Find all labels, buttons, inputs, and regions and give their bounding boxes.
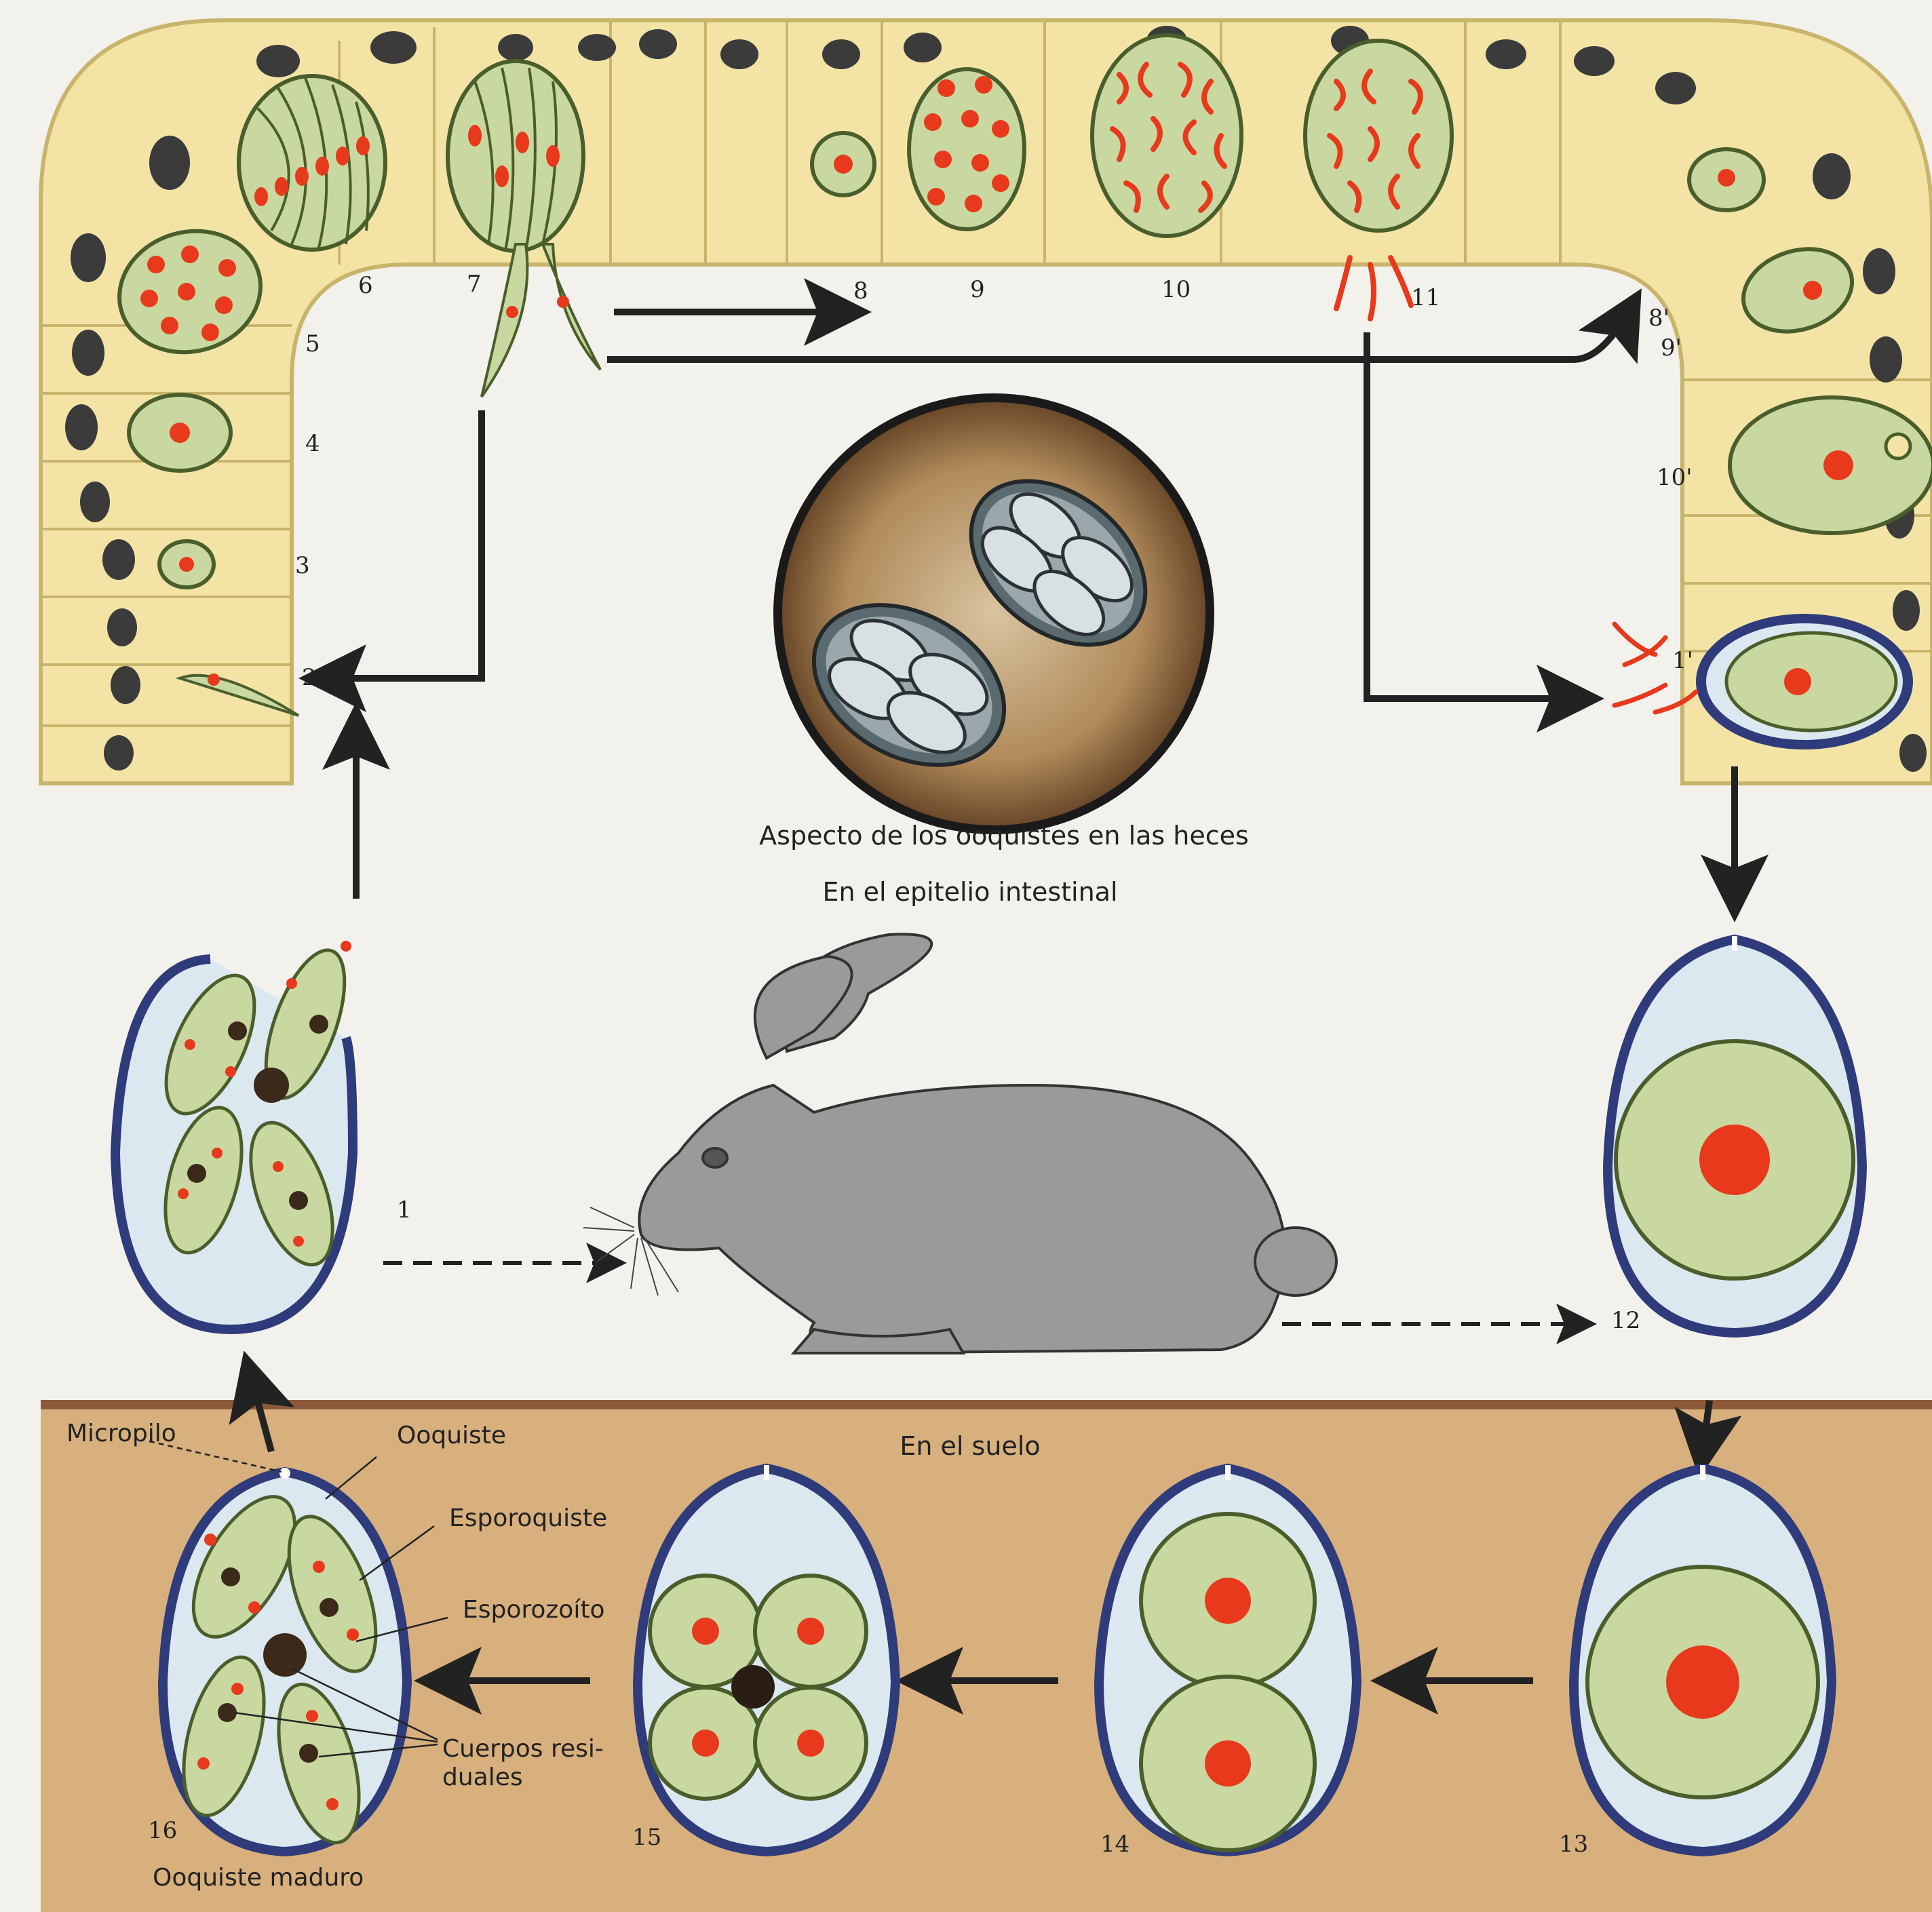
label-stage-10p: 10' xyxy=(1657,464,1693,491)
label-stage-5: 5 xyxy=(305,330,320,357)
label-micropile: Micropilo xyxy=(66,1420,176,1447)
label-stage-9: 9 xyxy=(970,276,985,303)
stage-9-schizont xyxy=(909,69,1024,229)
label-stage-13: 13 xyxy=(1559,1831,1588,1858)
micropile-opening xyxy=(279,1468,290,1479)
label-stage-14: 14 xyxy=(1100,1831,1129,1858)
label-stage-16: 16 xyxy=(148,1817,177,1844)
label-mature-oocyst: Ooquiste maduro xyxy=(153,1864,364,1892)
label-stage-9p: 9' xyxy=(1661,334,1682,362)
label-stage-15: 15 xyxy=(632,1824,661,1851)
label-oocyst: Ooquiste xyxy=(397,1422,506,1449)
caption-oocysts-in-feces: Aspecto de los ooquistes en las heces xyxy=(759,821,1249,851)
stage-4-trophozoite xyxy=(129,395,231,471)
label-stage-6: 6 xyxy=(358,272,373,299)
stage-15-four-sporoblasts xyxy=(638,1468,895,1852)
label-stage-3: 3 xyxy=(295,552,310,579)
arrow-7-to-8p xyxy=(607,312,1628,359)
stage-1-oocyst-excystation xyxy=(115,941,361,1329)
caption-in-soil: En el suelo xyxy=(900,1431,1040,1461)
label-stage-8p: 8' xyxy=(1648,305,1669,332)
arrow-11-to-1p xyxy=(1367,332,1577,699)
stage-10-schizont-merozoites xyxy=(1092,35,1241,236)
stage-12-unsporulated-oocyst xyxy=(1608,939,1862,1333)
arrow-7-to-2 xyxy=(326,410,482,678)
rabbit-host xyxy=(583,934,1336,1353)
label-stage-1: 1 xyxy=(397,1196,412,1224)
stage-3-trophozoite xyxy=(159,541,214,587)
stage-11-merozoites-released xyxy=(1305,41,1452,319)
label-stage-4: 4 xyxy=(305,430,320,457)
stage-13-oocyst-zygote xyxy=(1574,1468,1832,1852)
label-stage-11: 11 xyxy=(1411,284,1440,311)
stage-8-trophozoite xyxy=(812,133,874,195)
label-sporocyst: Esporoquiste xyxy=(449,1504,607,1532)
label-residual-bodies-2: duales xyxy=(442,1763,523,1791)
stage-14-two-sporoblasts xyxy=(1099,1468,1357,1852)
label-sporozoite: Esporozoíto xyxy=(463,1596,604,1624)
oocysts-in-feces-micrograph xyxy=(773,393,1214,834)
soil-surface-line xyxy=(41,1400,1932,1409)
stage-6-schizont-merozoites xyxy=(239,76,385,250)
stage-8p-gametocyte xyxy=(1689,149,1764,210)
label-stage-12: 12 xyxy=(1611,1307,1640,1334)
caption-intestinal-epithelium: En el epitelio intestinal xyxy=(822,877,1117,907)
label-stage-7: 7 xyxy=(467,271,482,298)
label-stage-1p: 1' xyxy=(1672,647,1693,674)
label-residual-bodies-1: Cuerpos resi- xyxy=(442,1735,604,1763)
stage-1p-fertilization xyxy=(1615,614,1913,749)
label-stage-8: 8 xyxy=(853,277,868,305)
stage-10p-macrogamete xyxy=(1730,397,1932,533)
stage-16-mature-oocyst xyxy=(163,1468,407,1852)
label-stage-2: 2 xyxy=(302,664,317,691)
label-stage-10: 10 xyxy=(1161,276,1191,303)
